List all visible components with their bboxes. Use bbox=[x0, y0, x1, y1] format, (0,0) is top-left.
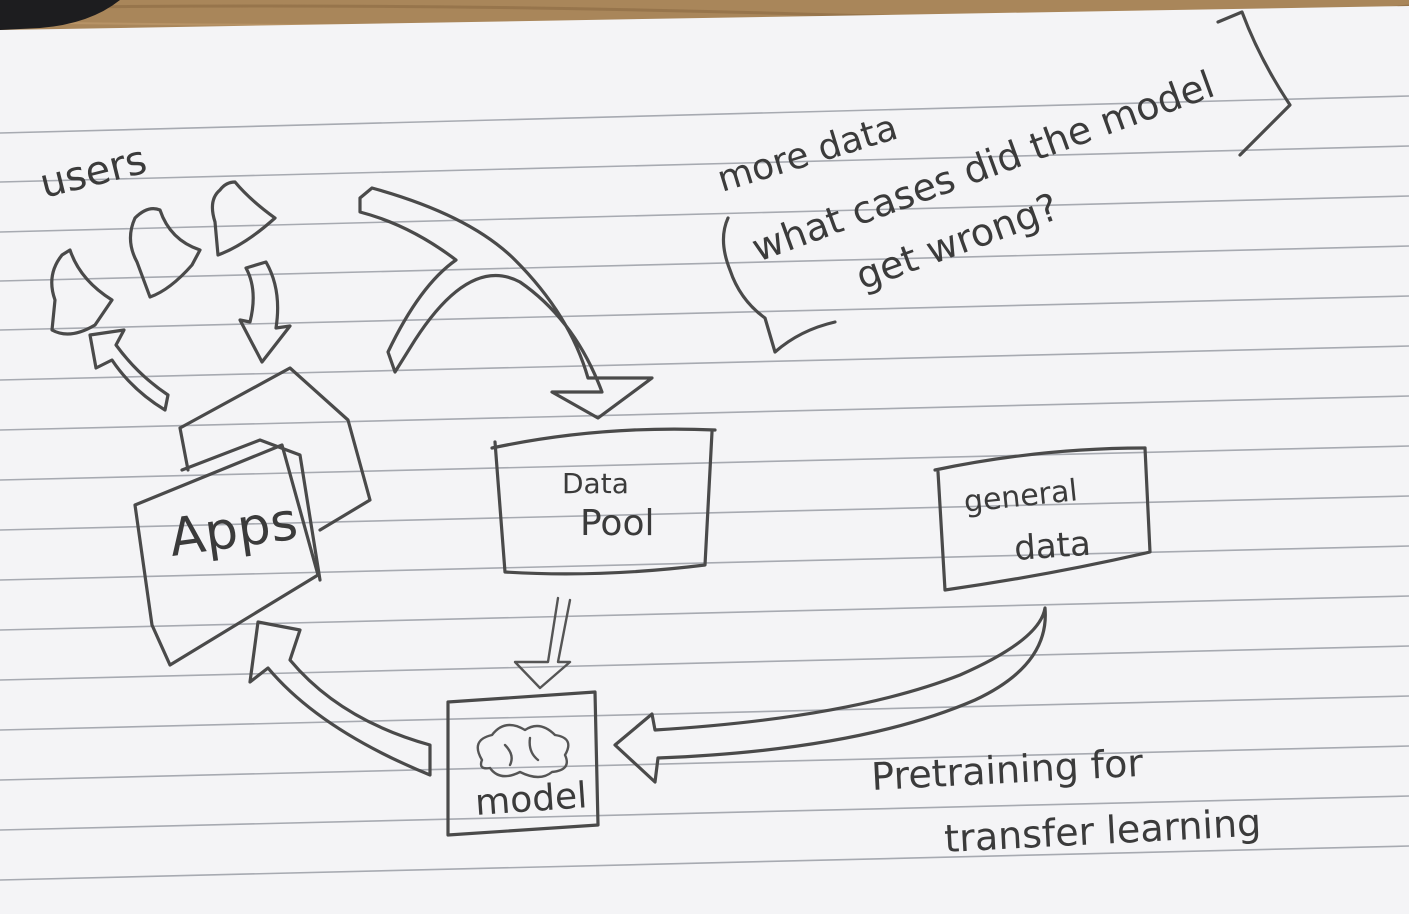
apps-box-front bbox=[133, 443, 320, 667]
data-pool-label-1: Data bbox=[562, 467, 629, 500]
data-pool-label-2: Pool bbox=[580, 503, 654, 544]
arrow-general-data-to-model bbox=[613, 606, 1047, 784]
user-icon bbox=[128, 207, 202, 299]
arrow-data-pool-to-model bbox=[513, 596, 572, 690]
arrow-users-to-apps bbox=[238, 260, 292, 364]
arrow-users-to-data-pool bbox=[358, 186, 654, 420]
general-data-label-2: data bbox=[1013, 524, 1092, 569]
question-bracket bbox=[721, 216, 837, 354]
model-box: model bbox=[446, 690, 600, 837]
arrow-apps-to-users bbox=[88, 328, 170, 412]
user-icons bbox=[50, 180, 277, 336]
apps-box-back bbox=[178, 366, 372, 532]
data-pool-cylinder: Data Pool bbox=[490, 427, 717, 576]
model-label: model bbox=[474, 775, 589, 824]
arrow-model-to-apps bbox=[248, 620, 432, 777]
brain-icon bbox=[476, 723, 570, 779]
dark-object bbox=[0, 0, 120, 30]
question-brace-right bbox=[1216, 10, 1292, 157]
user-icon bbox=[50, 248, 114, 336]
user-icon bbox=[210, 180, 277, 257]
paper-sheet bbox=[0, 6, 1409, 914]
